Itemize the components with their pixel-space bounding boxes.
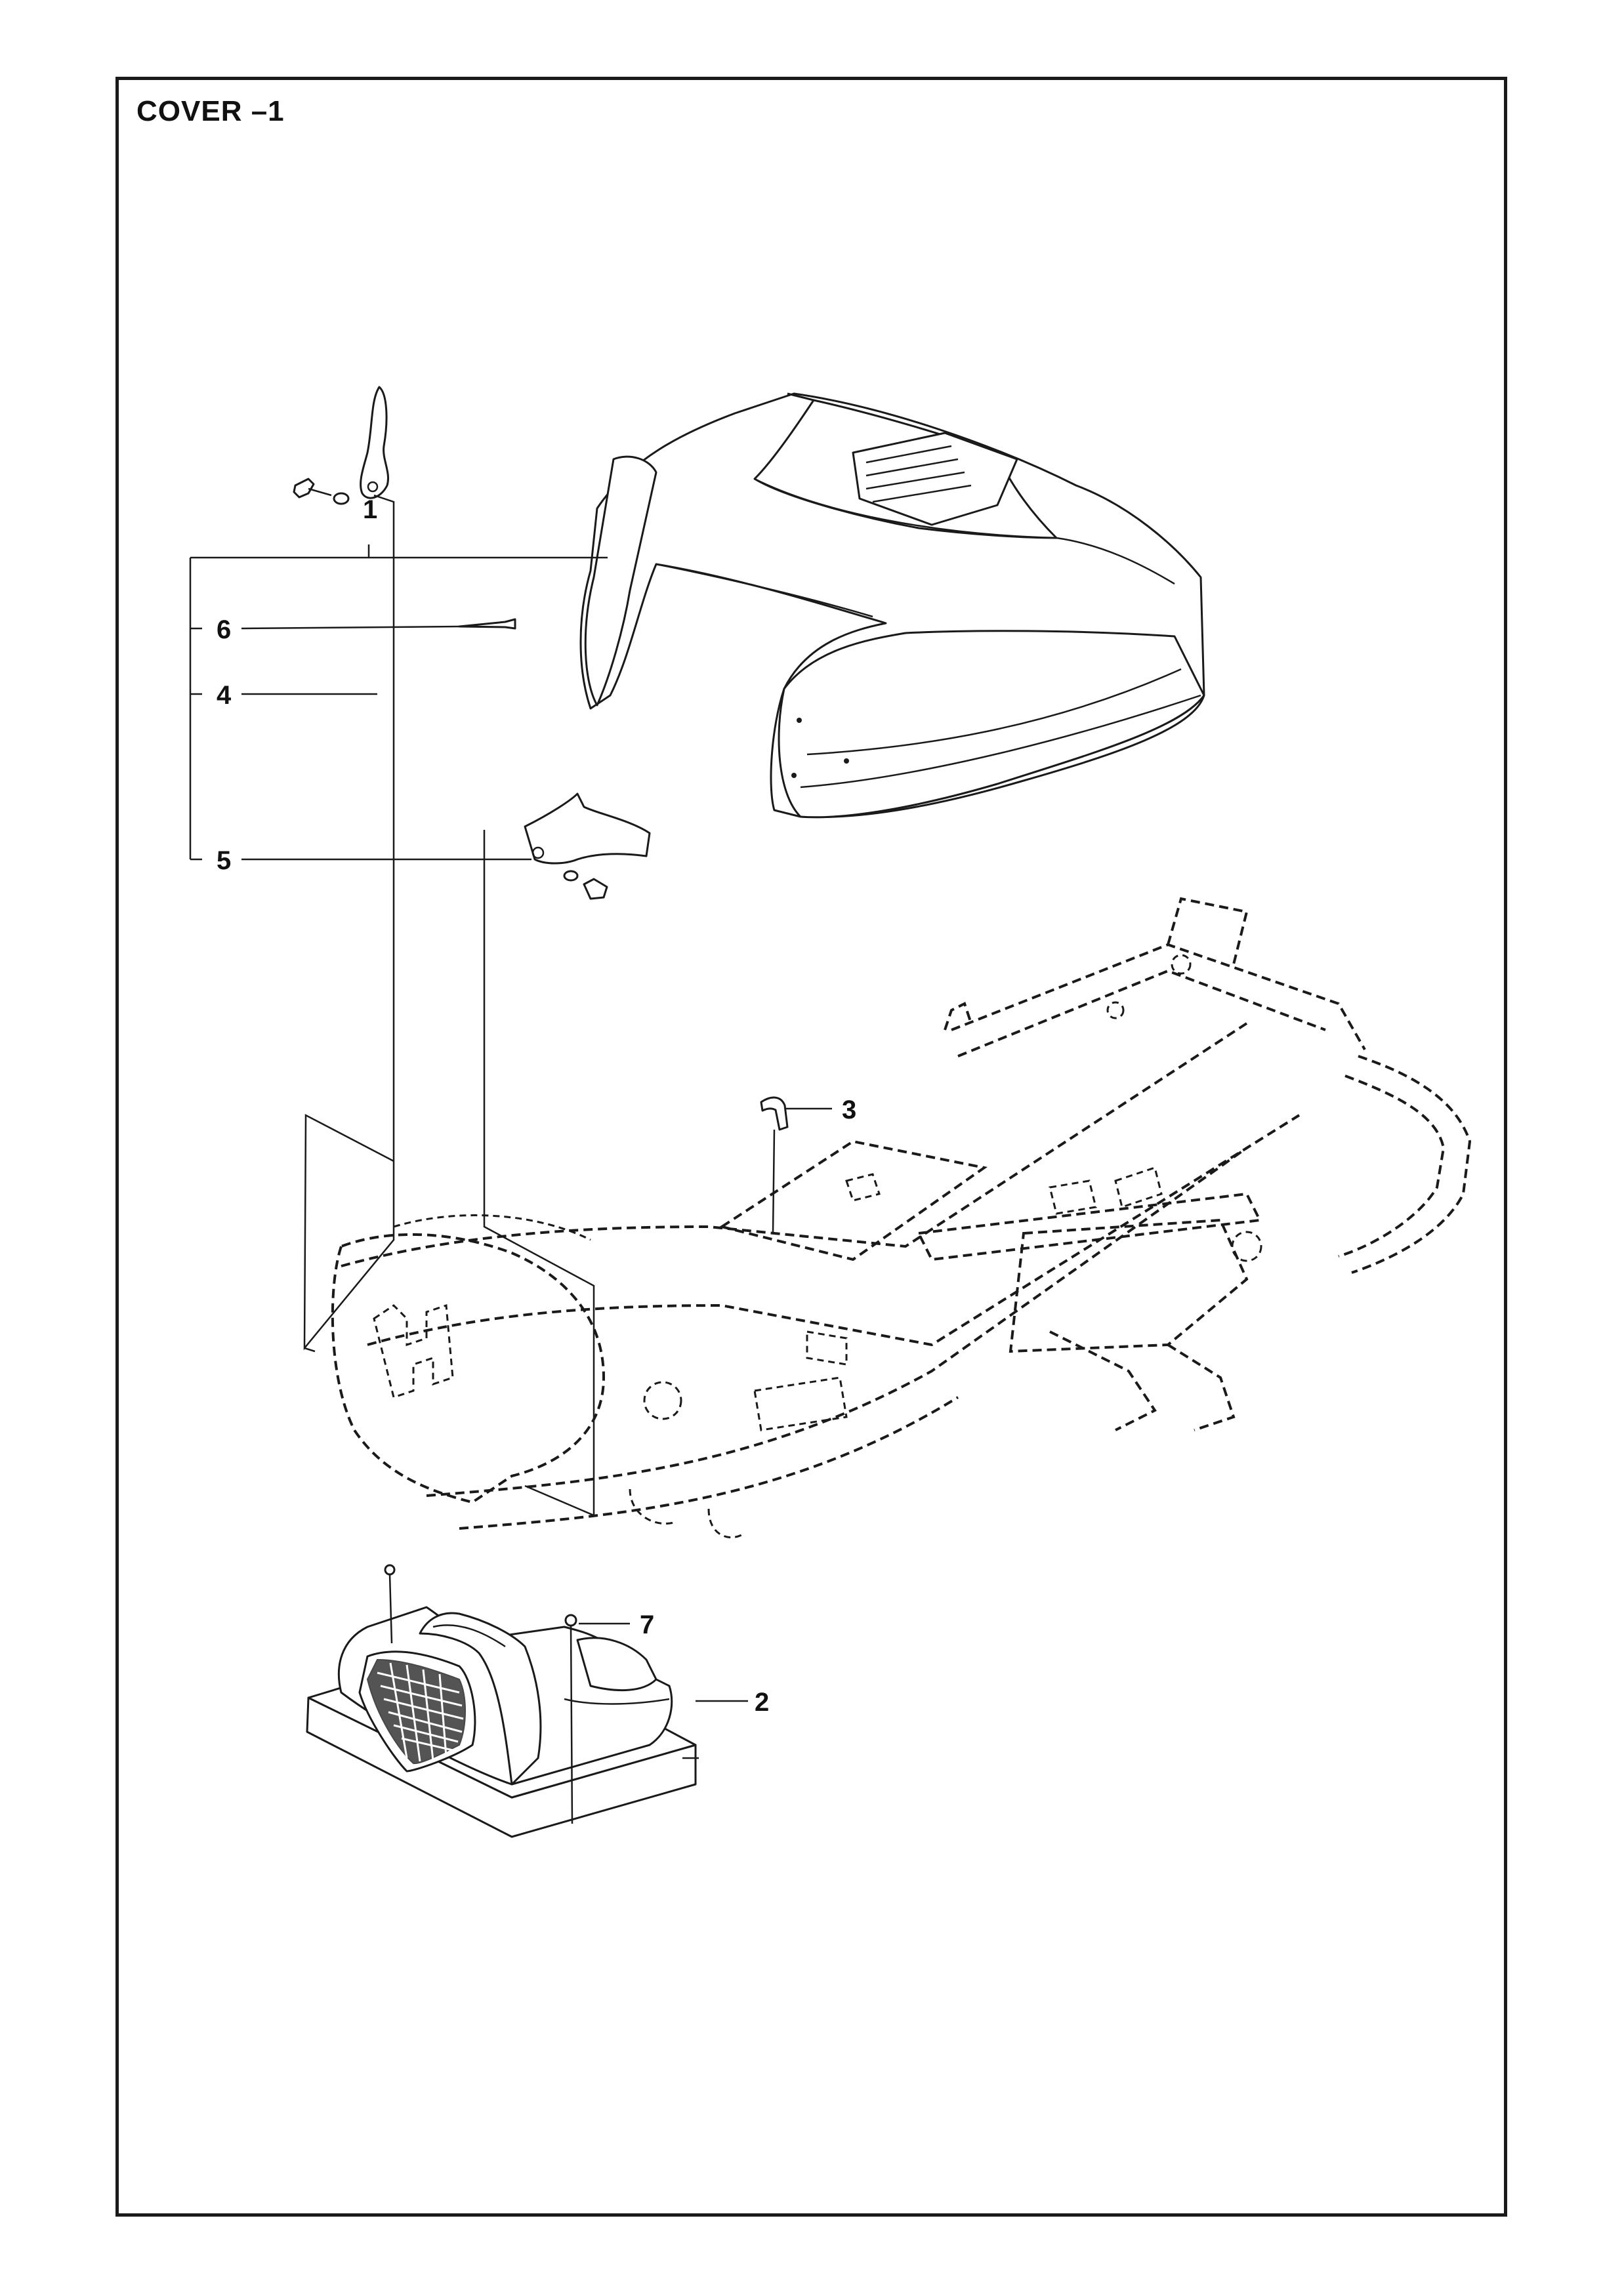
assembly-guide-lines — [189, 494, 776, 1517]
clip-part — [760, 1096, 789, 1131]
callout-2: 2 — [755, 1688, 769, 1717]
diagram-title: COVER –1 — [136, 95, 285, 127]
callout-leaders — [190, 625, 832, 1759]
callout-5: 5 — [217, 846, 231, 875]
callout-1: 1 — [363, 495, 377, 524]
pin-part — [458, 618, 516, 630]
callout-7: 7 — [640, 1610, 654, 1639]
mounting-bracket-part — [524, 792, 651, 900]
hood-cover-part — [579, 392, 1205, 819]
callout-4: 4 — [217, 681, 232, 710]
callout-3: 3 — [842, 1096, 856, 1124]
callout-6: 6 — [217, 615, 231, 644]
page-frame — [115, 77, 1507, 2217]
chassis-frame-reference — [331, 897, 1472, 1539]
engine-cover-part — [306, 1564, 697, 1838]
latch-bracket-part — [293, 386, 389, 505]
